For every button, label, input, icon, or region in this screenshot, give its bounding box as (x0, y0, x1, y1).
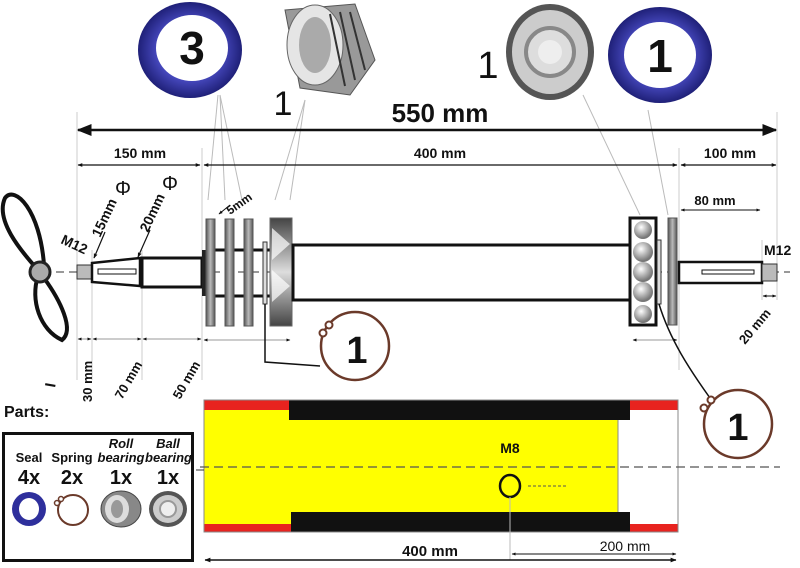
dim-right-section: 100 mm (704, 145, 756, 161)
seal-image-right: 1 (608, 7, 712, 103)
svg-text:20mm: 20mm (136, 191, 168, 234)
seal-icon (12, 492, 46, 526)
propeller-icon (0, 192, 69, 343)
dim-total: 550 mm (392, 98, 489, 128)
dim-middle-section: 400 mm (414, 145, 466, 161)
thread-right-label: M12 (764, 242, 791, 258)
hole-label: M8 (500, 440, 520, 456)
part-seal: Seal 4x (11, 435, 47, 534)
parts-title: Parts: (4, 404, 50, 421)
dim-disc-gap: 5mm (224, 190, 255, 218)
ball-bearing (628, 216, 678, 327)
part-spring: Spring 2x (49, 435, 95, 534)
ball-bearing-qty: 1 (477, 45, 498, 87)
taper-small-diameter: 15mm Φ (88, 178, 131, 259)
spring-left-qty: 1 (346, 330, 367, 372)
dim-left-taper: 70 mm (112, 358, 146, 401)
spring-ring-icon (53, 494, 89, 526)
seal-discs (202, 218, 270, 327)
dim-hole-offset: 200 mm (600, 538, 651, 554)
seal-image-left: 3 (138, 2, 242, 98)
left-shaft (76, 256, 204, 289)
dim-right-shaft: 80 mm (694, 193, 735, 208)
roller-bearing (269, 217, 293, 327)
roll-bearing-qty: 1 (274, 85, 293, 123)
ball-bearing-image (506, 4, 594, 100)
main-shaft (291, 243, 633, 302)
taper-large-diameter: 20mm Φ (136, 173, 178, 258)
spring-right-qty: 1 (727, 407, 748, 449)
diameter-icon: Φ (162, 173, 178, 195)
spring-callout-left: 1 (264, 304, 391, 382)
dim-tube-length: 400 mm (402, 543, 458, 560)
thread-left-label: M12 (59, 231, 91, 257)
dim-right-thread: 20 mm (736, 306, 774, 347)
spring-callout-right: 1 (658, 303, 774, 460)
dim-left-thread: 30 mm (80, 361, 95, 402)
tube-section (203, 399, 678, 533)
seal-right-qty: 1 (647, 30, 673, 82)
dim-left-section: 150 mm (114, 145, 166, 161)
svg-text:15mm: 15mm (88, 196, 120, 239)
seal-left-qty: 3 (179, 22, 205, 74)
leader-lines (207, 94, 669, 216)
roller-bearing-icon (100, 490, 142, 528)
dim-left-shoulder: 50 mm (170, 358, 204, 401)
misc-mark: I (42, 382, 59, 389)
diameter-icon: Φ (115, 178, 131, 200)
right-shaft (677, 260, 778, 285)
roller-bearing-image (284, 3, 376, 96)
ball-bearing-icon (149, 491, 187, 527)
